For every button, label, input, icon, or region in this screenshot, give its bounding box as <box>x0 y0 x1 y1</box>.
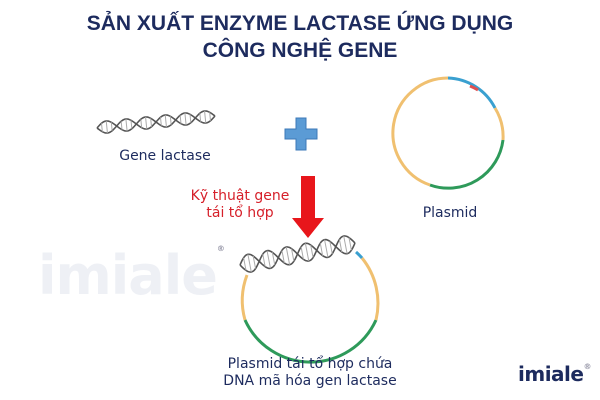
dna-rung <box>343 235 348 254</box>
result-line-1: Plasmid tái tổ hợp chứa <box>227 356 393 372</box>
dna-rung <box>304 243 310 262</box>
plasmid-label: Plasmid <box>422 205 478 221</box>
dna-rung <box>281 250 285 264</box>
gene-lactase-label: Gene lactase <box>119 148 211 164</box>
dna-rung <box>262 254 266 267</box>
inserted-dna-icon <box>239 235 356 273</box>
dna-rung <box>169 116 172 125</box>
dna-rung <box>125 118 128 132</box>
dna-rung <box>110 122 113 131</box>
dna-rung <box>319 243 324 256</box>
dna-rung <box>120 121 123 130</box>
dna-rung <box>100 123 103 132</box>
dna-rung <box>145 116 148 130</box>
dna-rung <box>329 241 333 254</box>
dna-rung <box>159 117 162 126</box>
result-label: Plasmid tái tổ hợp chứa DNA mã hóa gen l… <box>200 356 420 390</box>
dna-rung <box>285 246 291 265</box>
recombinant-plasmid-icon <box>240 250 380 364</box>
dna-rung <box>179 115 182 124</box>
dna-rung <box>130 120 133 129</box>
dna-rung <box>199 113 202 122</box>
dna-rung <box>247 254 252 273</box>
result-line-2: DNA mã hóa gen lactase <box>223 373 397 389</box>
dna-rung <box>243 257 247 271</box>
dna-rung <box>204 110 207 124</box>
dna-rung <box>271 252 276 265</box>
dna-strand <box>96 112 216 132</box>
title-line-2: CÔNG NGHỆ GENE <box>202 39 398 62</box>
red-down-arrow-icon <box>292 176 324 238</box>
dna-strand <box>239 238 356 270</box>
gene-lactase-dna-icon <box>96 110 216 134</box>
dna-rung <box>252 255 257 269</box>
dna-rung <box>291 248 295 262</box>
dna-rung <box>105 120 108 134</box>
technique-label: Kỹ thuật gene tái tổ hợp <box>180 188 300 222</box>
plasmid-icon <box>391 76 505 190</box>
dna-rung <box>324 239 329 258</box>
dna-rung <box>338 239 343 253</box>
dna-rung <box>348 237 352 251</box>
technique-line-2: tái tổ hợp <box>206 205 274 221</box>
dna-rung <box>140 119 143 128</box>
imiale-watermark: imiale® <box>38 244 225 307</box>
dna-rung <box>150 118 153 127</box>
dna-rung <box>300 246 304 260</box>
dna-rung <box>184 112 187 126</box>
plus-icon <box>284 117 318 151</box>
dna-rung <box>164 114 167 128</box>
page-title: SẢN XUẤT ENZYME LACTASE ỨNG DỤNG CÔNG NG… <box>0 10 600 64</box>
imiale-logo: imiale® <box>518 362 591 386</box>
dna-rung <box>189 114 192 123</box>
title-line-1: SẢN XUẤT ENZYME LACTASE ỨNG DỤNG <box>86 12 514 35</box>
dna-rung <box>209 112 212 121</box>
dna-rung <box>310 244 314 258</box>
dna-rung <box>266 250 271 269</box>
technique-line-1: Kỹ thuật gene <box>190 188 290 204</box>
